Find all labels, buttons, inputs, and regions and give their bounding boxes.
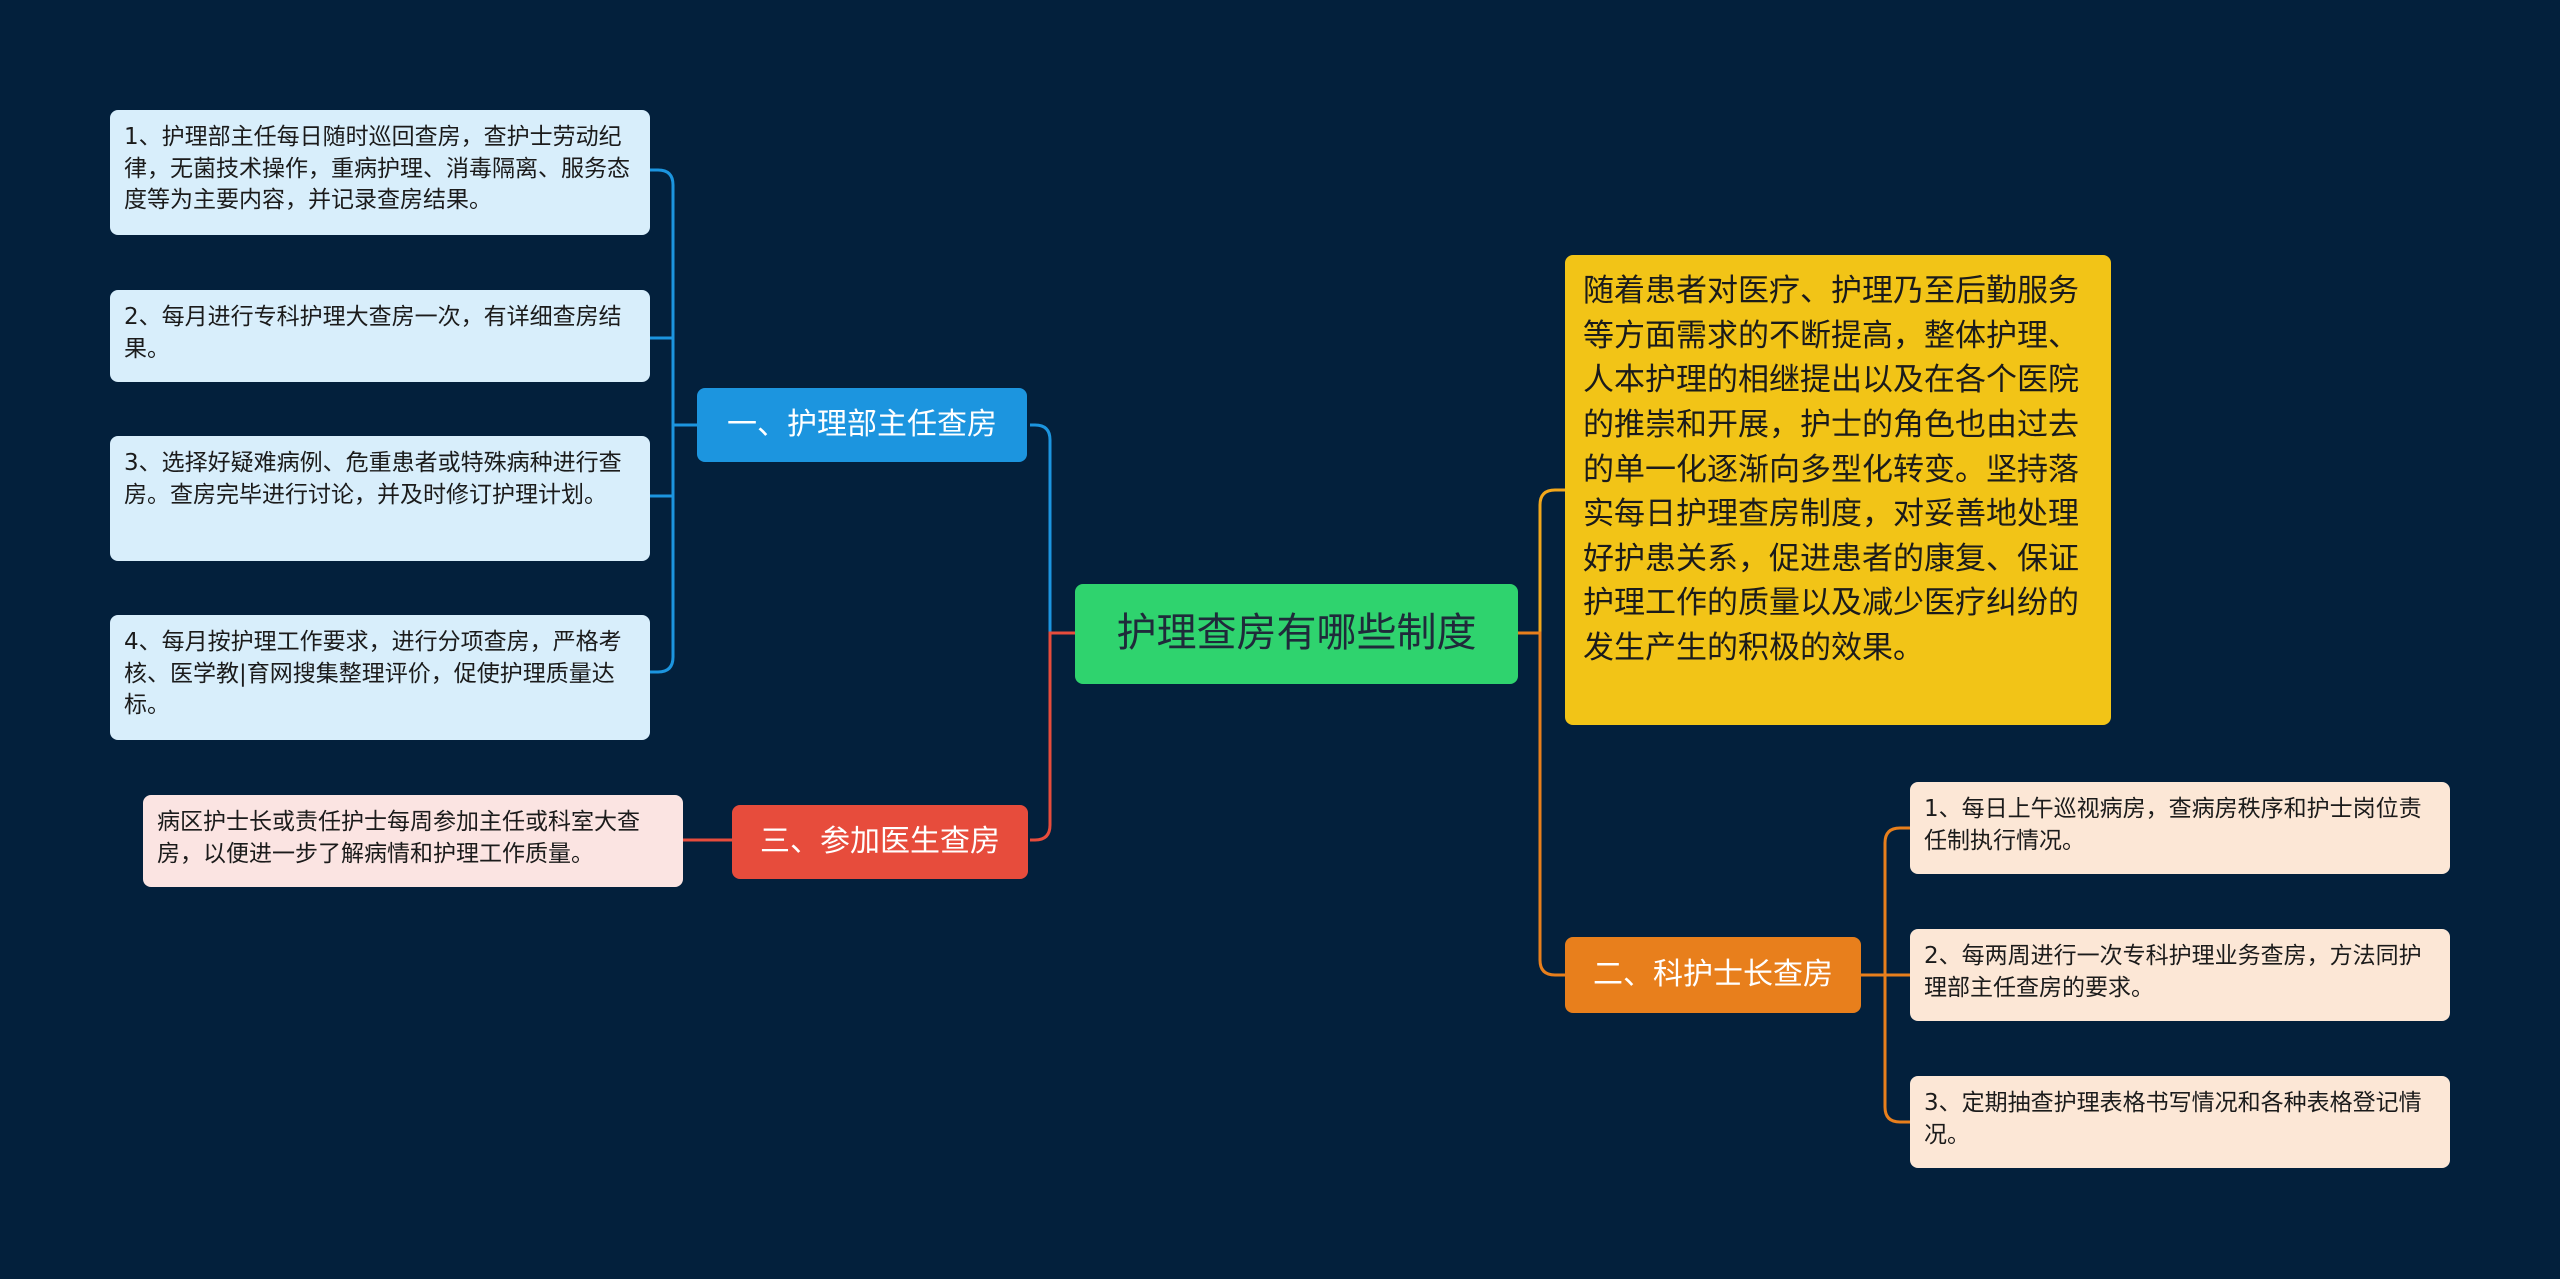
branch2-item-3-text: 3、定期抽查护理表格书写情况和各种表格登记情况。 — [1924, 1090, 2422, 1148]
branch1-item-3[interactable]: 3、选择好疑难病例、危重患者或特殊病种进行查房。查房完毕进行讨论，并及时修订护理… — [110, 436, 650, 561]
branch3-item-1-text: 病区护士长或责任护士每周参加主任或科室大查房，以便进一步了解病情和护理工作质量。 — [157, 809, 640, 867]
branch1-item-1[interactable]: 1、护理部主任每日随时巡回查房，查护士劳动纪律，无菌技术操作，重病护理、消毒隔离… — [110, 110, 650, 235]
branch2-item-2[interactable]: 2、每两周进行一次专科护理业务查房，方法同护理部主任查房的要求。 — [1910, 929, 2450, 1021]
branch-attend-doctor-rounds[interactable]: 三、参加医生查房 — [732, 805, 1028, 879]
center-topic-label: 护理查房有哪些制度 — [1116, 610, 1477, 657]
connector-branch1-to-items — [650, 168, 697, 674]
branch-nursing-director-rounds[interactable]: 一、护理部主任查房 — [697, 388, 1027, 462]
branch2-item-2-text: 2、每两周进行一次专科护理业务查房，方法同护理部主任查房的要求。 — [1924, 943, 2422, 1001]
connector-center-to-note — [1518, 488, 1565, 635]
branch2-item-1-text: 1、每日上午巡视病房，查病房秩序和护士岗位责任制执行情况。 — [1924, 796, 2422, 854]
branch1-item-4-text: 4、每月按护理工作要求，进行分项查房，严格考核、医学教|育网搜集整理评价，促使护… — [124, 629, 622, 719]
connector-branch2-to-items — [1861, 826, 1910, 1124]
branch-head-nurse-rounds-label: 二、科护士长查房 — [1593, 957, 1833, 993]
branch1-item-3-text: 3、选择好疑难病例、危重患者或特殊病种进行查房。查房完毕进行讨论，并及时修订护理… — [124, 450, 622, 508]
branch1-item-2[interactable]: 2、每月进行专科护理大查房一次，有详细查房结果。 — [110, 290, 650, 382]
branch2-item-1[interactable]: 1、每日上午巡视病房，查病房秩序和护士岗位责任制执行情况。 — [1910, 782, 2450, 874]
summary-note[interactable]: 随着患者对医疗、护理乃至后勤服务等方面需求的不断提高，整体护理、人本护理的相继提… — [1565, 255, 2111, 725]
branch-head-nurse-rounds[interactable]: 二、科护士长查房 — [1565, 937, 1861, 1013]
branch-attend-doctor-rounds-label: 三、参加医生查房 — [760, 824, 1000, 860]
branch1-item-1-text: 1、护理部主任每日随时巡回查房，查护士劳动纪律，无菌技术操作，重病护理、消毒隔离… — [124, 124, 630, 214]
center-topic[interactable]: 护理查房有哪些制度 — [1075, 584, 1518, 684]
connector-center-to-branch1 — [1030, 423, 1075, 635]
summary-note-text: 随着患者对医疗、护理乃至后勤服务等方面需求的不断提高，整体护理、人本护理的相继提… — [1583, 273, 2079, 666]
connector-center-to-branch3 — [1030, 631, 1075, 842]
branch3-item-1[interactable]: 病区护士长或责任护士每周参加主任或科室大查房，以便进一步了解病情和护理工作质量。 — [143, 795, 683, 887]
connector-center-to-branch2 — [1518, 631, 1565, 977]
branch2-item-3[interactable]: 3、定期抽查护理表格书写情况和各种表格登记情况。 — [1910, 1076, 2450, 1168]
branch1-item-2-text: 2、每月进行专科护理大查房一次，有详细查房结果。 — [124, 304, 622, 362]
branch1-item-4[interactable]: 4、每月按护理工作要求，进行分项查房，严格考核、医学教|育网搜集整理评价，促使护… — [110, 615, 650, 740]
branch-nursing-director-rounds-label: 一、护理部主任查房 — [727, 407, 997, 443]
